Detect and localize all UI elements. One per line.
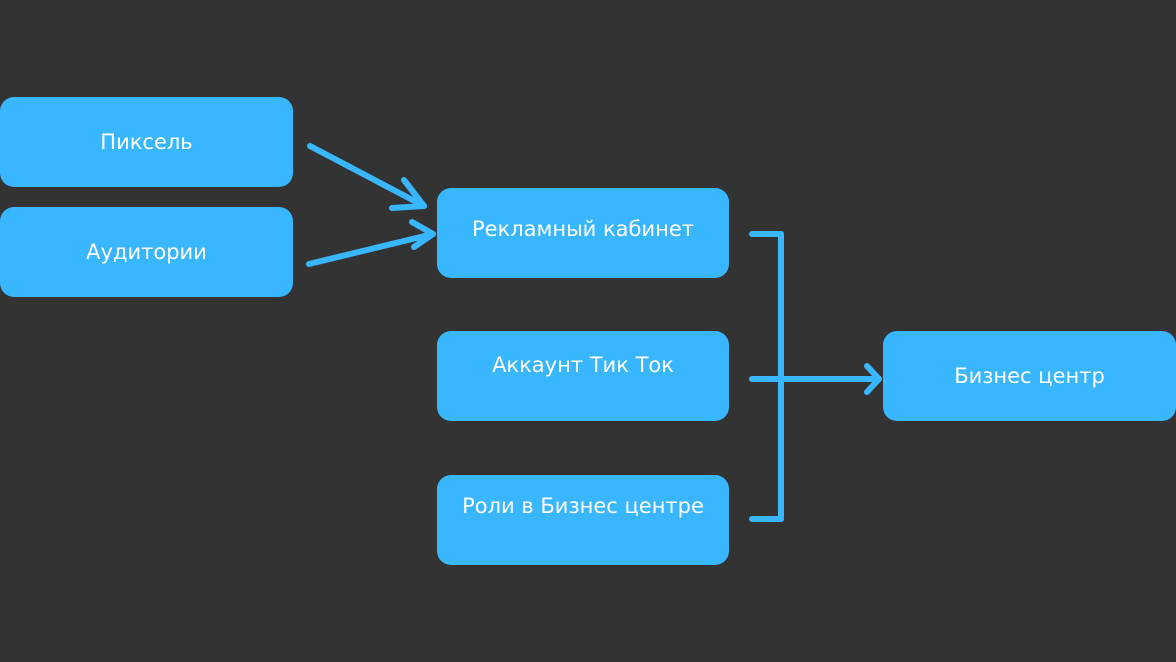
arrow-to-business-center <box>749 363 882 395</box>
node-ad-account: Рекламный кабинет <box>437 188 729 278</box>
arrow-audiences-to-ad-account <box>306 219 436 267</box>
node-audiences: Аудитории <box>0 207 293 297</box>
node-label: Аккаунт Тик Ток <box>492 353 674 377</box>
node-pixel: Пиксель <box>0 97 293 187</box>
node-business-center: Бизнес центр <box>883 331 1176 421</box>
node-label: Аудитории <box>86 240 207 264</box>
node-label: Рекламный кабинет <box>471 217 695 241</box>
node-label: Пиксель <box>100 130 193 154</box>
node-label: Бизнес центр <box>954 364 1105 388</box>
node-bc-roles: Роли в Бизнес центре <box>437 475 729 565</box>
node-label: Роли в Бизнес центре <box>462 493 704 518</box>
arrow-pixel-to-ad-account <box>307 143 427 211</box>
node-tiktok-account: Аккаунт Тик Ток <box>437 331 729 421</box>
